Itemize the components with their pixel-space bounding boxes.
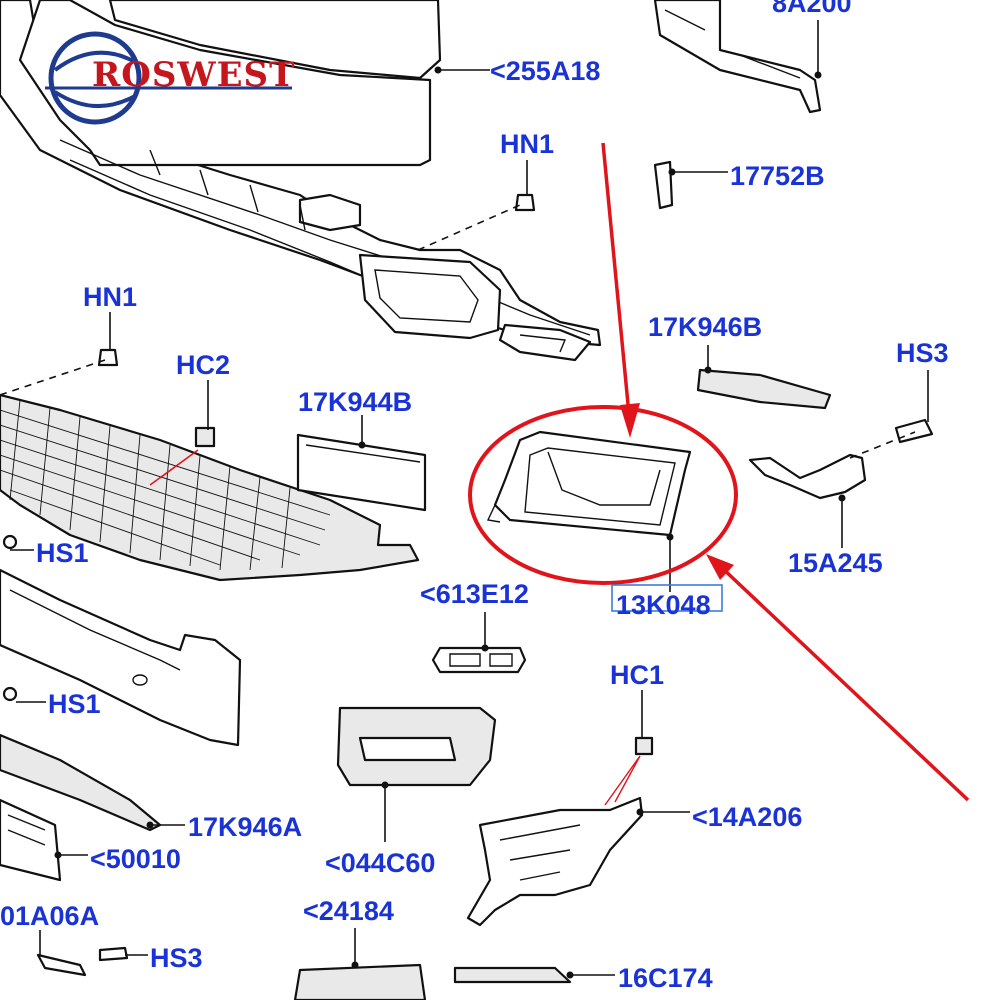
highlight-annotation: [468, 142, 970, 802]
callout-044c60[interactable]: <044C60: [325, 848, 435, 878]
callout-17k946a[interactable]: 17K946A: [188, 812, 302, 842]
highlight-ellipse: [468, 405, 738, 585]
callout-15a245[interactable]: 15A245: [788, 548, 883, 578]
callout-labels: 8A200 <255A18 HN1 17752B HN1 17K946B HS3…: [0, 0, 949, 993]
callout-hs3-right[interactable]: HS3: [896, 338, 949, 368]
bracket-8a200-part: [653, 0, 822, 114]
callout-hs3-bottom[interactable]: HS3: [150, 943, 203, 973]
part-24184: [293, 963, 427, 1000]
fog-lamp-bezel-13k048-part: [486, 430, 692, 537]
nut-hn1-left: [97, 348, 119, 367]
screw-hs1-top: [2, 534, 18, 550]
callout-24184[interactable]: <24184: [303, 896, 394, 926]
callout-hs1-mid[interactable]: HS1: [48, 689, 101, 719]
grille-044c60-part: [336, 706, 497, 787]
bracket-17k946b-part: [696, 368, 832, 410]
bezel-613e12-part: [431, 646, 527, 674]
highlight-label-box: [611, 584, 723, 612]
callout-16c174[interactable]: 16C174: [618, 963, 713, 993]
assembly-lines: [0, 204, 916, 459]
roswest-logo: ROSWEST: [45, 31, 295, 125]
grille-insert-17k946a-part: [0, 733, 162, 832]
callout-8a200[interactable]: 8A200: [772, 0, 852, 18]
grille-mesh: [0, 399, 331, 571]
logo-text: ROSWEST: [92, 55, 295, 95]
callout-14a206[interactable]: <14A206: [692, 802, 802, 832]
clip-hc1: [634, 736, 654, 756]
callout-hn1-left[interactable]: HN1: [83, 282, 137, 312]
clip-hc2: [194, 426, 216, 448]
callout-17k944b[interactable]: 17K944B: [298, 387, 412, 417]
logo-ring: [48, 31, 142, 125]
callout-255a18[interactable]: <255A18: [490, 56, 600, 86]
callout-17752b[interactable]: 17752B: [730, 161, 825, 191]
callout-hs1-top[interactable]: HS1: [36, 538, 89, 568]
highlight-arrow-bottom: [718, 564, 970, 802]
bracket-14a206-part: [466, 796, 644, 927]
highlight-arrow-top: [601, 142, 632, 426]
callout-01a06a[interactable]: 01A06A: [0, 901, 99, 931]
callout-50010[interactable]: <50010: [90, 844, 181, 874]
screw-hs1-mid: [2, 686, 18, 702]
callout-613e12[interactable]: <613E12: [420, 579, 529, 609]
plate-50010-part: [0, 798, 62, 882]
callout-hc1[interactable]: HC1: [610, 660, 664, 690]
callout-17k946b[interactable]: 17K946B: [648, 312, 762, 342]
fasteners: [2, 193, 934, 962]
cover-17k944b-part: [296, 433, 427, 512]
nut-hn1-top: [514, 193, 536, 212]
leader-lines: [10, 20, 929, 979]
callout-hn1-top[interactable]: HN1: [500, 129, 554, 159]
part-16c174: [453, 966, 572, 984]
callout-13k048[interactable]: 13K048: [616, 590, 711, 620]
clip-17752b-part: [653, 160, 674, 210]
bolt-hs3-bottom: [98, 946, 129, 962]
lower-valance-part: [0, 568, 242, 747]
bolt-hs3-right: [894, 418, 934, 444]
strip-01a06a-part: [36, 953, 87, 977]
callout-hc2[interactable]: HC2: [176, 350, 230, 380]
bracket-15a245-part: [748, 453, 867, 500]
lower-grille-part: [0, 393, 420, 582]
